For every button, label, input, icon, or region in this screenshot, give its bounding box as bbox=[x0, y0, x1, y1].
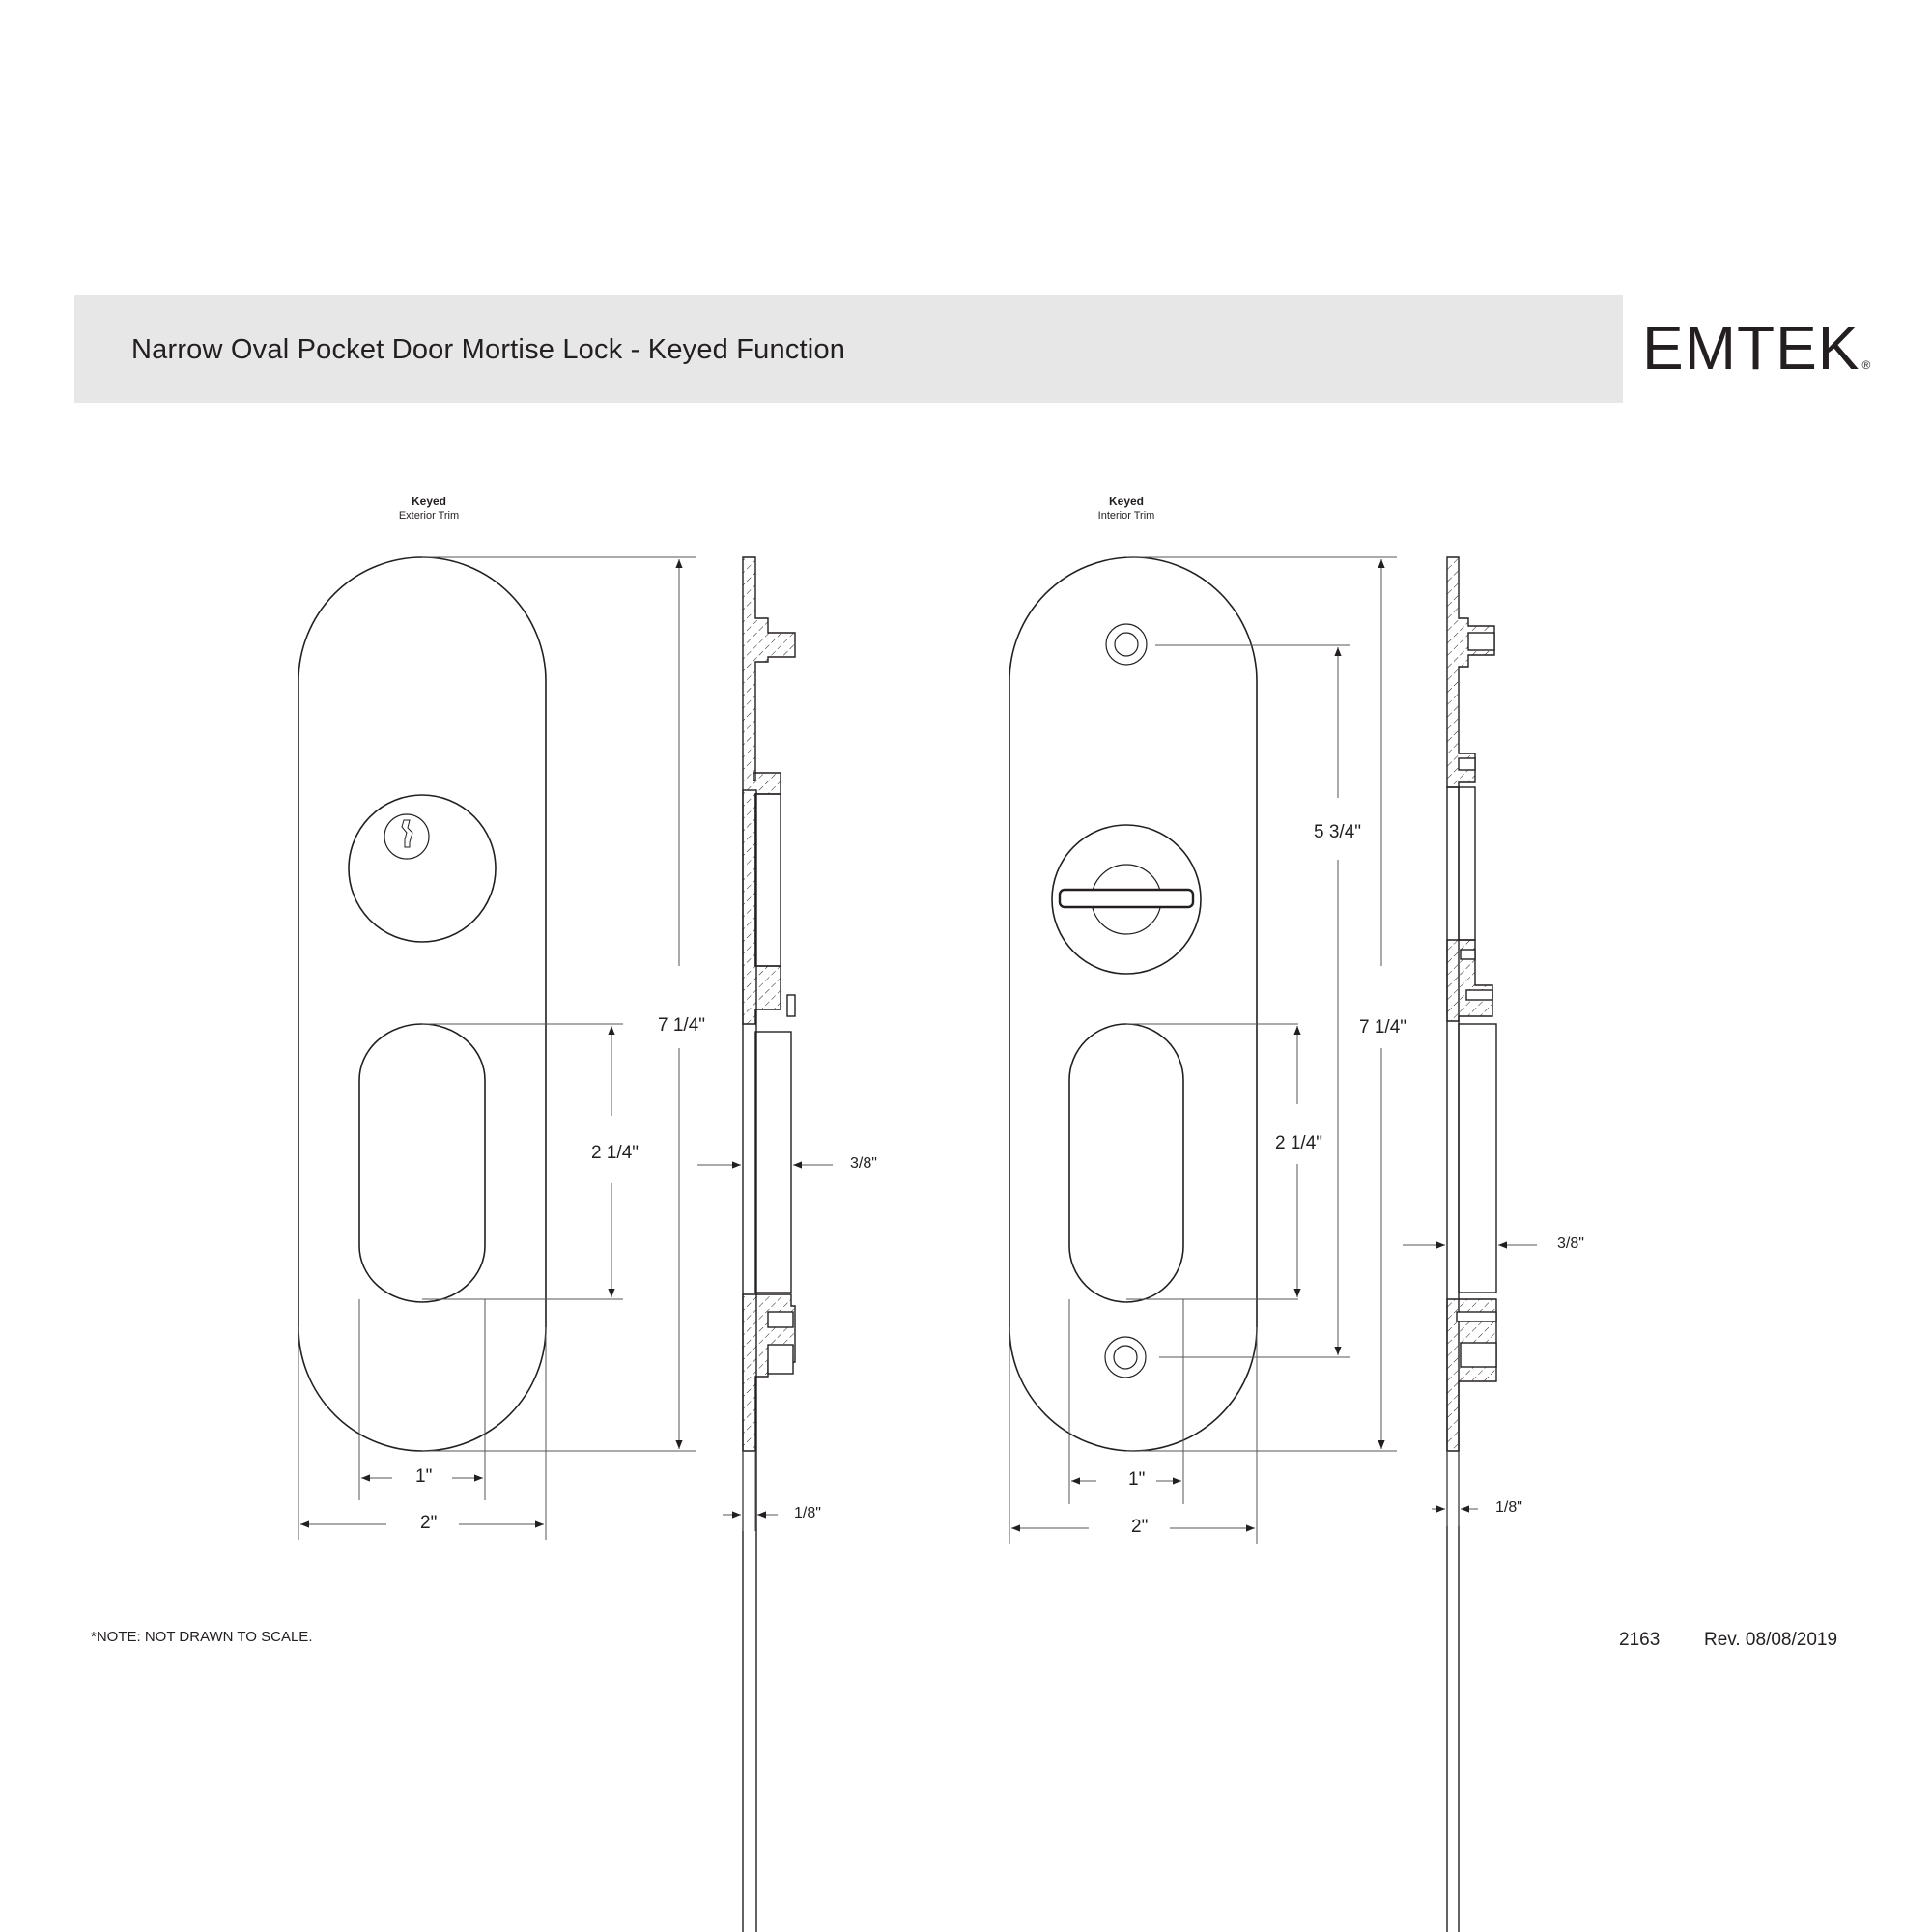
interior-side-view bbox=[1446, 556, 1497, 1932]
interior-plate-width-label: 2" bbox=[1131, 1517, 1149, 1537]
interior-thickness-label: 1/8" bbox=[1495, 1499, 1522, 1516]
page-title: Narrow Oval Pocket Door Mortise Lock - K… bbox=[131, 334, 846, 365]
interior-pull-height-label: 2 1/4" bbox=[1275, 1133, 1323, 1154]
exterior-plate-outline bbox=[298, 556, 547, 1452]
exterior-projection-label: 3/8" bbox=[850, 1155, 877, 1172]
interior-pull-slot bbox=[1068, 1023, 1184, 1303]
interior-overall-height-label: 7 1/4" bbox=[1359, 1017, 1407, 1038]
exterior-pull-height-label: 2 1/4" bbox=[591, 1143, 639, 1164]
exterior-side-view bbox=[742, 556, 796, 1932]
exterior-function-label: Keyed bbox=[411, 495, 447, 508]
interior-side-dimensions bbox=[1403, 1241, 1537, 1526]
exterior-overall-height-label: 7 1/4" bbox=[658, 1015, 706, 1037]
interior-screw-spacing-label: 5 3/4" bbox=[1314, 822, 1362, 843]
exterior-pull-width-label: 1" bbox=[415, 1466, 433, 1487]
interior-view-label: Keyed Interior Trim bbox=[1030, 495, 1223, 523]
screw-hole-icon bbox=[1105, 623, 1148, 666]
screw-hole-icon bbox=[1104, 1336, 1147, 1378]
privacy-turn-icon bbox=[1058, 864, 1195, 935]
exterior-side-dimensions bbox=[697, 1161, 833, 1531]
revision-date: Rev. 08/08/2019 bbox=[1704, 1630, 1838, 1650]
document-number: 2163 bbox=[1619, 1630, 1661, 1650]
interior-projection-label: 3/8" bbox=[1557, 1236, 1584, 1252]
interior-plate-outline bbox=[1009, 556, 1258, 1452]
interior-function-label: Keyed bbox=[1108, 495, 1145, 508]
key-cylinder-icon bbox=[384, 813, 430, 860]
interior-dimensions bbox=[1009, 556, 1397, 1544]
exterior-trim-label: Exterior Trim bbox=[398, 510, 460, 522]
cylinder-rose bbox=[348, 794, 497, 943]
scale-note: *NOTE: NOT DRAWN TO SCALE. bbox=[91, 1629, 313, 1645]
exterior-front-view bbox=[298, 556, 547, 1452]
brand-logo: EMTEK® bbox=[1642, 317, 1871, 379]
exterior-pull-slot bbox=[358, 1023, 486, 1303]
exterior-dimensions bbox=[298, 556, 696, 1540]
exterior-thickness-label: 1/8" bbox=[794, 1505, 821, 1521]
brand-name: EMTEK bbox=[1642, 313, 1861, 383]
exterior-plate-width-label: 2" bbox=[420, 1513, 438, 1533]
header-band bbox=[74, 295, 1623, 403]
exterior-view-label: Keyed Exterior Trim bbox=[332, 495, 526, 523]
interior-front-view bbox=[1009, 556, 1258, 1452]
turn-rose bbox=[1051, 824, 1202, 975]
interior-trim-label: Interior Trim bbox=[1097, 510, 1155, 522]
interior-pull-width-label: 1" bbox=[1128, 1469, 1146, 1490]
registered-mark: ® bbox=[1861, 358, 1872, 372]
